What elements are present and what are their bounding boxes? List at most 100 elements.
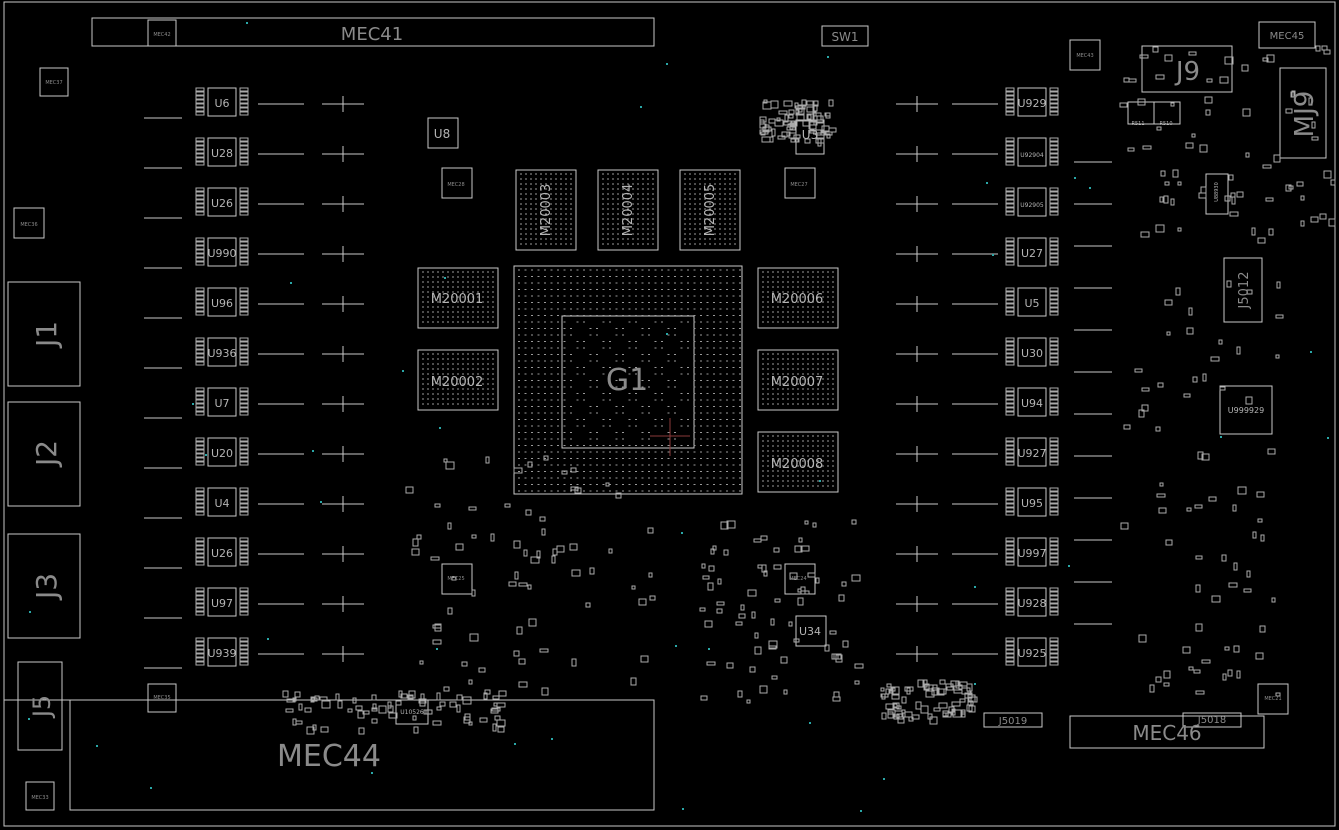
right-phase-chip-label-3: U27 [1021,247,1043,260]
left-phase-chip-2 [207,187,237,217]
right-phase-chip-label-5: U30 [1021,347,1043,360]
m20008-label: M20008 [771,457,824,472]
left-phase-passives-2 [195,187,249,216]
m20004-outline [597,169,659,251]
right-phase-passives-1 [1005,137,1059,166]
mec33-outline [25,781,55,811]
u999929-label: U999929 [1228,406,1264,415]
right-phase-passives-6 [1005,387,1059,416]
u34-outline [795,615,827,647]
component-cluster-6 [759,99,837,147]
j5-label: J5 [28,695,56,719]
component-cluster-4 [282,689,507,735]
r511-label: R511 [1131,121,1144,127]
mec45-label: MEC45 [1270,31,1305,42]
mec27-label: MEC27 [790,182,807,188]
mec35-label: MEC35 [153,695,170,701]
u8-outline [427,117,459,149]
m20005-outline [679,169,741,251]
sw1-outline [821,25,869,47]
mec24-outline [784,563,816,595]
left-phase-chip-9 [207,537,237,567]
mec36-label: MEC36 [20,222,37,228]
u34-label: U34 [799,625,821,638]
mec42-label: MEC42 [153,32,170,38]
left-phase-passives-1 [195,137,249,166]
right-phase-chip-6 [1017,387,1047,417]
left-phase-chip-3 [207,237,237,267]
j3-label: J3 [30,573,63,601]
j1-outline [7,281,81,387]
left-phase-chip-6 [207,387,237,417]
m20004-outline-pads [602,173,654,245]
left-phase-chip-label-5: U936 [207,347,236,360]
mec46-outline [1069,715,1265,749]
mec37-label: MEC37 [45,80,62,86]
j5018-label: J5018 [1197,715,1226,726]
left-phase-chip-0 [207,87,237,117]
left-phase-passives-3 [195,237,249,266]
g1-origin-marker [650,418,690,456]
right-phase-chip-5 [1017,337,1047,367]
right-phase-passives-3 [1005,237,1059,266]
left-phase-chip-8 [207,487,237,517]
left-phase-chip-label-4: U96 [211,297,233,310]
u8-label: U8 [434,127,450,141]
j5018-outline [1182,712,1242,728]
j5019-label: J5019 [998,716,1027,727]
m20002-outline [417,349,499,411]
left-phase-passives-9 [195,537,249,566]
right-phase-chip-label-1: U92904 [1020,152,1044,159]
r510-outline [1153,101,1181,125]
mec41-outline [91,17,655,47]
mec35-outline [147,683,177,713]
left-phase-chip-7 [207,437,237,467]
j9-outline [1141,45,1233,93]
left-phase-chip-4 [207,287,237,317]
right-phase-passives-4 [1005,287,1059,316]
mec28-outline [441,167,473,199]
g1-outline [513,265,743,495]
right-phase-passives-0 [1005,87,1059,116]
m20003-outline-pads [520,173,572,245]
right-phase-passives-8 [1005,487,1059,516]
left-phase-passives-10 [195,587,249,616]
mec25-label: MEC25 [447,576,464,582]
left-phase-chip-label-0: U6 [214,97,229,110]
left-phase-chip-label-6: U7 [214,397,229,410]
mj9-label: MJ9 [1290,91,1320,138]
board-outline [3,1,1336,827]
right-phase-chip-1 [1017,137,1047,167]
m20004-label: M20004 [621,184,636,237]
r510-label: R510 [1159,121,1172,127]
m20007-outline-pads [762,353,834,405]
left-phase-passives-6 [195,387,249,416]
right-phase-chip-label-4: U5 [1024,297,1039,310]
component-cluster-5 [1119,45,1336,244]
left-phase-passives-4 [195,287,249,316]
right-phase-passives-2 [1005,187,1059,216]
u3-label: U3 [802,128,818,142]
m20005-outline-pads [684,173,736,245]
right-phase-chip-label-9: U997 [1017,547,1046,560]
left-phase-chip-label-7: U20 [211,447,233,460]
g1-core [561,315,695,449]
right-phase-chip-8 [1017,487,1047,517]
m20007-outline [757,349,839,411]
right-phase-passives-11 [1005,637,1059,666]
component-cluster-0 [405,455,656,696]
board-edge [3,1,1336,827]
component-cluster-2 [1120,280,1284,697]
left-phase-passives-11 [195,637,249,666]
left-phase-chip-label-2: U26 [211,197,233,210]
right-phase-passives-7 [1005,437,1059,466]
right-phase-chip-label-11: U925 [1017,647,1046,660]
j5012-outline [1223,257,1263,323]
left-phase-chip-label-3: U990 [207,247,236,260]
right-phase-chip-7 [1017,437,1047,467]
via-dot-set [28,22,1329,812]
m20001-label: M20001 [431,292,484,307]
m20007-label: M20007 [771,375,824,390]
m20005-label: M20005 [703,184,718,237]
